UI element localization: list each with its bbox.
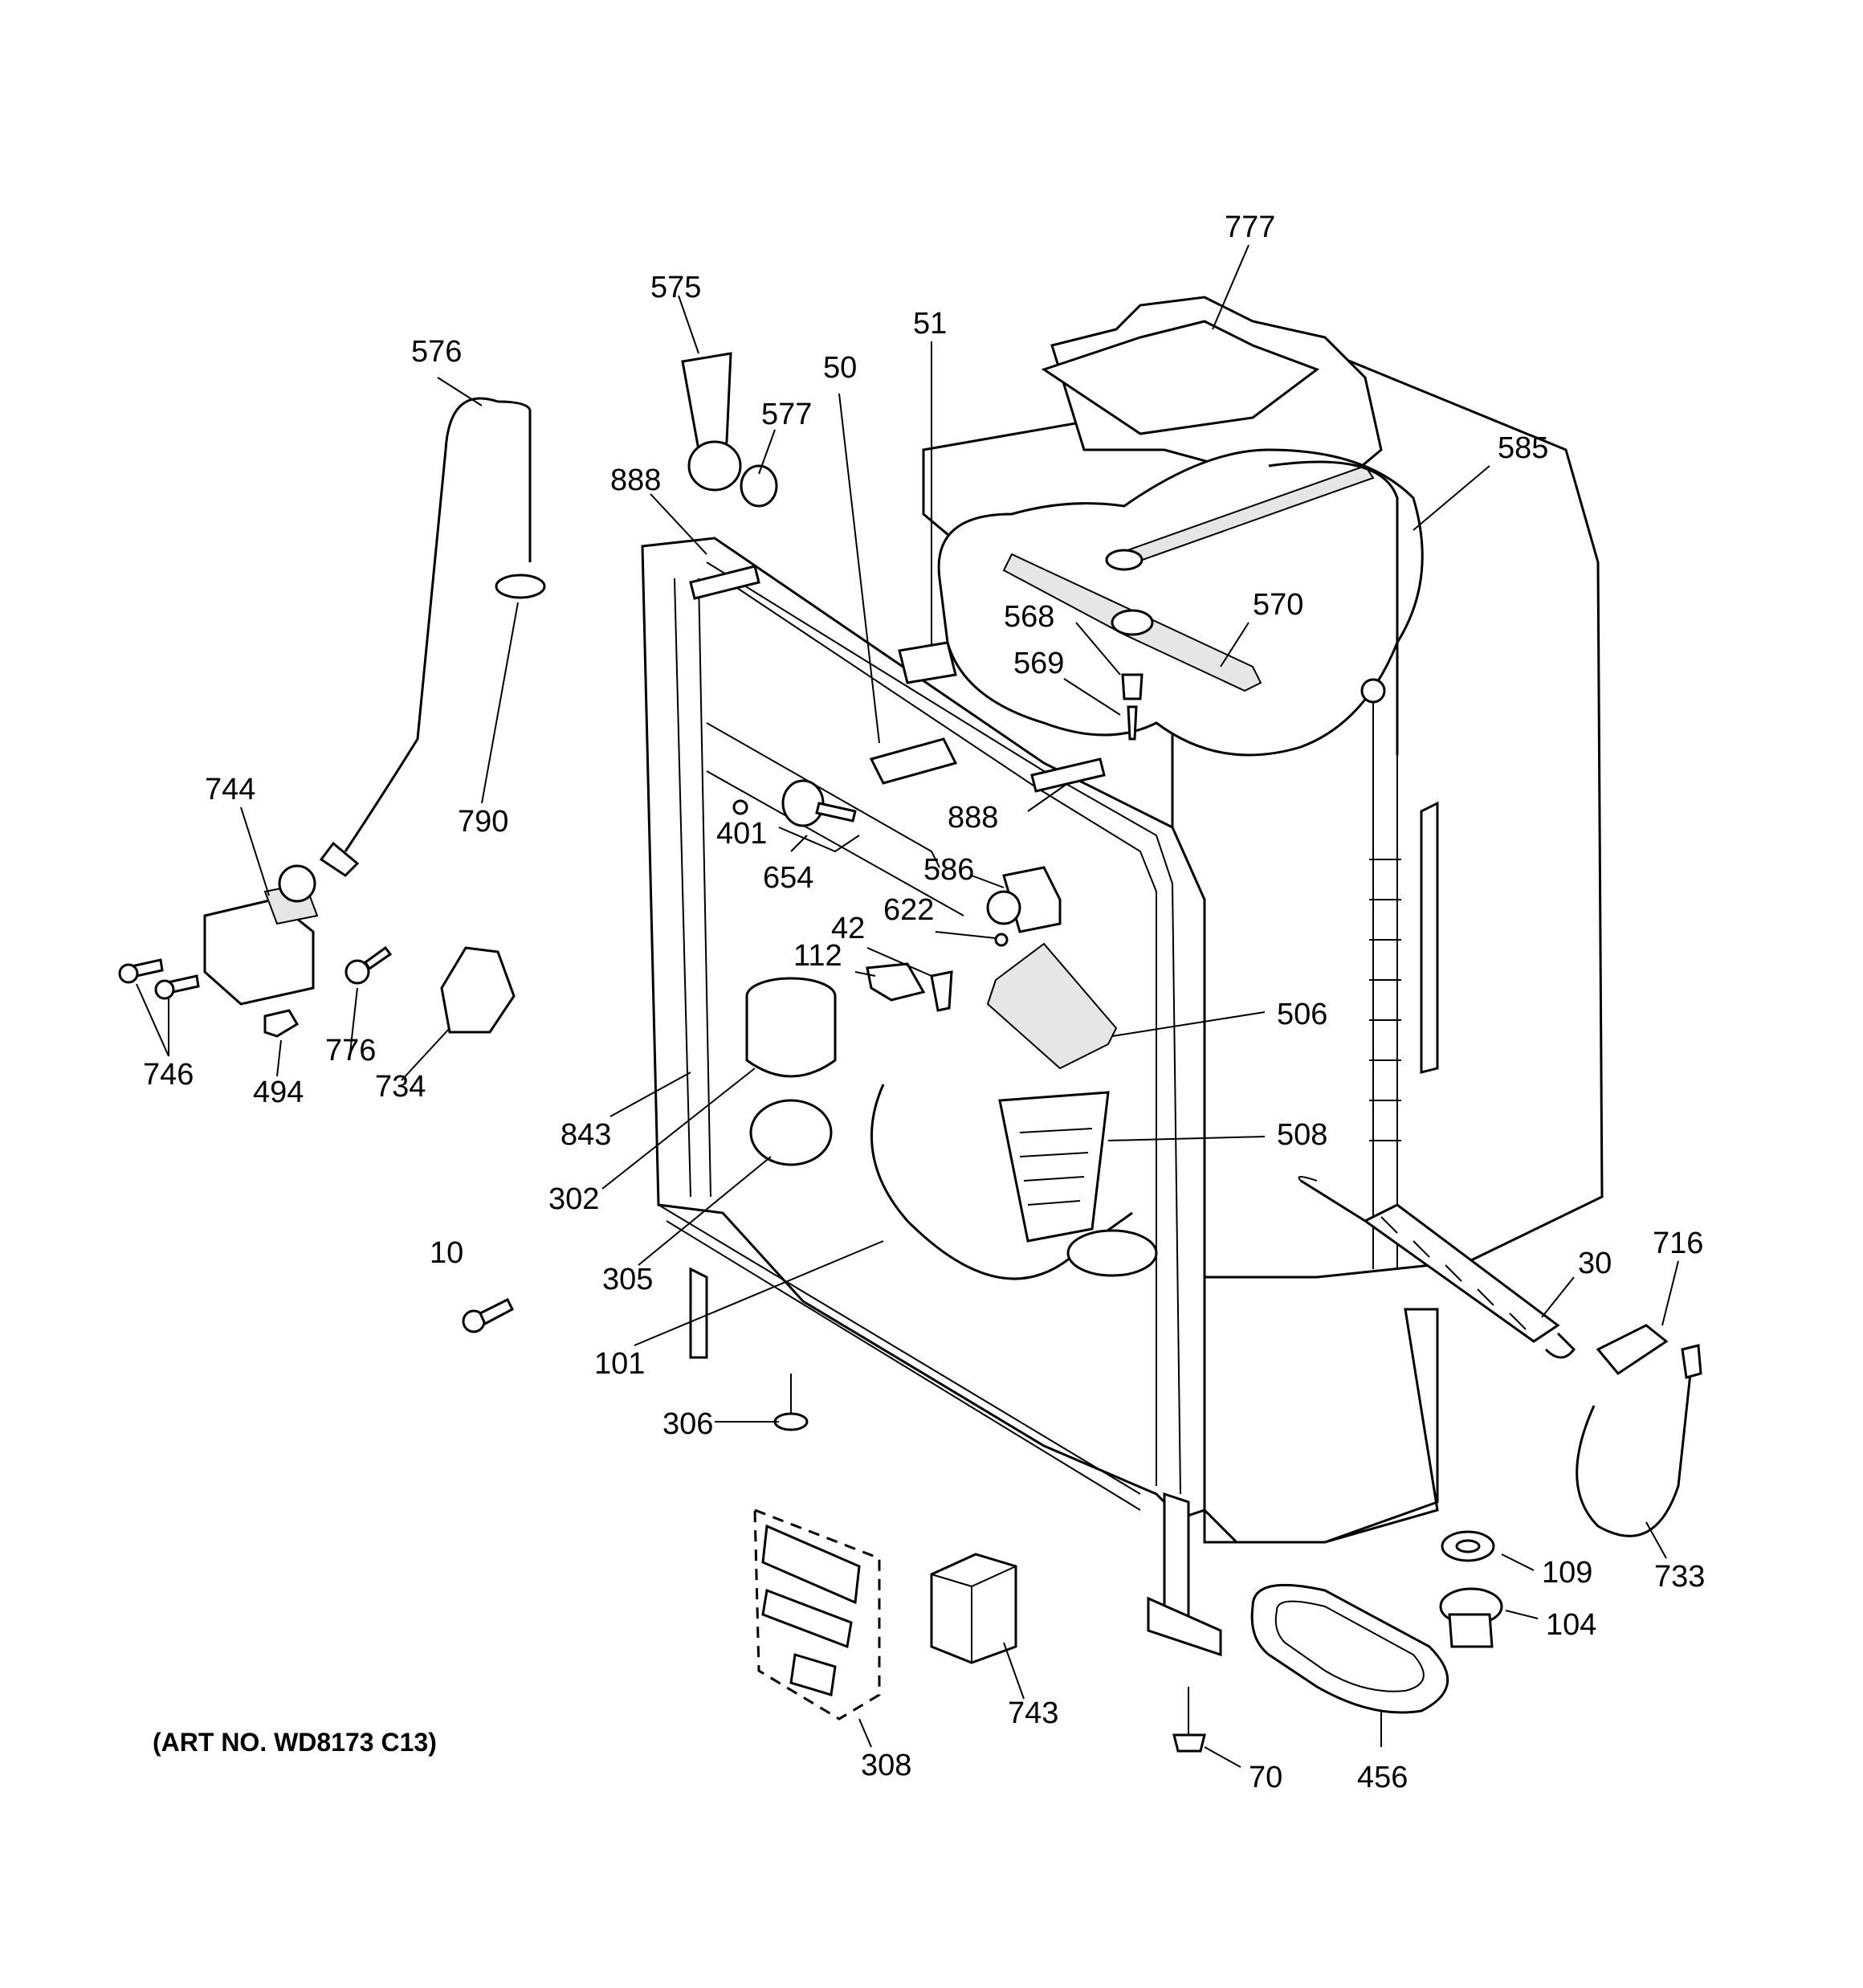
hinge-bracket-888-top: [689, 565, 760, 600]
callout-577: 577: [761, 398, 812, 431]
callout-734: 734: [375, 1070, 426, 1104]
bumper-716: [1596, 1324, 1669, 1375]
leveler-306: [773, 1374, 809, 1431]
callout-306: 306: [662, 1407, 713, 1441]
callout-568: 568: [1004, 600, 1054, 634]
cap-305: [749, 1099, 833, 1166]
bracket-50: [869, 737, 958, 785]
callout-570: 570: [1253, 588, 1303, 622]
callout-716: 716: [1653, 1227, 1703, 1260]
callout-50: 50: [823, 351, 857, 385]
upper-spray-cutaway: [937, 448, 1424, 757]
valve-586: [986, 866, 1062, 933]
vent-575-577: [681, 352, 778, 508]
cable-733: [1576, 1344, 1702, 1537]
callout-308: 308: [861, 1749, 911, 1782]
callout-888-mid: 888: [948, 801, 998, 835]
clip-494: [263, 1009, 300, 1038]
callout-10: 10: [430, 1236, 463, 1270]
callout-569: 569: [1013, 647, 1064, 680]
sump-opening: [1066, 1229, 1158, 1277]
callout-42: 42: [831, 912, 865, 945]
callout-575: 575: [650, 271, 701, 304]
screw-622: [994, 933, 1009, 947]
callout-843: 843: [561, 1118, 611, 1152]
callout-104: 104: [1546, 1608, 1596, 1642]
leader-lines: [136, 244, 1679, 1768]
assembly-654: [778, 779, 860, 853]
drip-tray-456: [1250, 1583, 1449, 1714]
bracket-51: [898, 641, 957, 684]
callout-494: 494: [253, 1076, 304, 1109]
callout-654: 654: [763, 861, 813, 895]
filter-basket-508: [998, 1091, 1110, 1243]
switch-112: [866, 962, 926, 1002]
callout-112: 112: [793, 939, 842, 973]
heater-302: [745, 977, 837, 1078]
callout-401: 401: [716, 817, 767, 851]
bracket-734: [440, 946, 516, 1034]
callout-888-top: 888: [610, 463, 661, 497]
screws-746: [118, 958, 200, 1000]
callout-790: 790: [458, 805, 508, 839]
washer-109-hole: [1455, 1539, 1481, 1553]
callout-777: 777: [1225, 210, 1275, 244]
fill-hose-576: [319, 397, 532, 877]
callouts: 777 575 51 576 50 577 585 888 570 568 56…: [143, 210, 1705, 1794]
callout-51: 51: [913, 307, 947, 341]
nut-104: [1439, 1587, 1503, 1648]
module-308: [753, 1508, 881, 1721]
callout-586: 586: [923, 853, 974, 887]
circulation-hose: [870, 1084, 1133, 1280]
leg-70: [1172, 1687, 1206, 1753]
callout-744: 744: [205, 773, 255, 806]
callout-30: 30: [1578, 1247, 1612, 1280]
filter-cover-506: [986, 942, 1118, 1070]
water-valve-744: [203, 864, 319, 1006]
callout-743: 743: [1008, 1696, 1058, 1730]
screw-776: [344, 945, 393, 985]
callout-70: 70: [1249, 1761, 1282, 1794]
callout-776: 776: [325, 1034, 376, 1067]
spring-30: [1298, 1176, 1576, 1359]
callout-456: 456: [1357, 1761, 1408, 1794]
callout-733: 733: [1654, 1560, 1705, 1594]
nut-401: [732, 799, 748, 815]
callout-622: 622: [883, 893, 934, 927]
callout-585: 585: [1498, 431, 1548, 465]
screw-42: [930, 970, 953, 1012]
box-743: [930, 1553, 1017, 1664]
callout-508: 508: [1277, 1118, 1327, 1152]
base-frame: [689, 1267, 1439, 1657]
callout-746: 746: [143, 1058, 194, 1092]
hose-clamp-790: [495, 574, 546, 599]
callout-305: 305: [602, 1263, 653, 1296]
callout-506: 506: [1277, 998, 1327, 1031]
callout-101: 101: [594, 1347, 645, 1381]
callout-302: 302: [548, 1182, 599, 1216]
callout-109: 109: [1542, 1556, 1592, 1590]
screw-10: [462, 1297, 514, 1333]
art-number: (ART NO. WD8173 C13): [153, 1728, 437, 1757]
hinge-bracket-888-mid: [1030, 757, 1106, 793]
top-vent-777: [1041, 296, 1383, 492]
callout-576: 576: [411, 335, 462, 369]
